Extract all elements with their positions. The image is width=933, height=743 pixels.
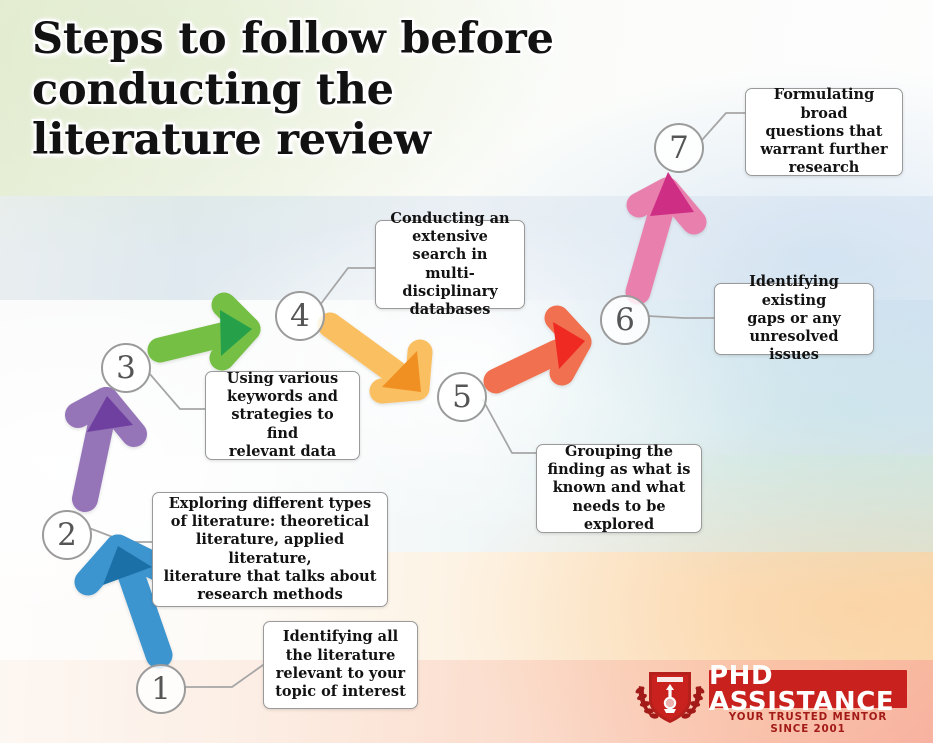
brand-name-banner: PHD ASSISTANCE: [709, 663, 907, 715]
step-box-1-text: Identifying all the literature relevant …: [275, 628, 406, 701]
connector-5: [482, 399, 537, 454]
step-circle-5: 5: [437, 372, 487, 422]
step-box-1: Identifying all the literature relevant …: [263, 621, 418, 709]
step-circle-4: 4: [275, 291, 325, 341]
step-circle-2: 2: [42, 510, 92, 560]
step-circle-1: 1: [136, 664, 186, 714]
step-box-4: Conducting an extensive search in multi-…: [375, 210, 525, 318]
step-box-6: Identifying existing gaps or any unresol…: [714, 273, 874, 363]
brand-name: PHD ASSISTANCE: [709, 661, 895, 717]
step-circle-3: 3: [101, 343, 151, 393]
brand-logo: PHD ASSISTANCE YOUR TRUSTED MENTOR SINCE…: [633, 663, 909, 735]
step-box-2-text: Exploring different types of literature:…: [163, 494, 377, 604]
step-box-5: Grouping the finding as what is known an…: [536, 442, 702, 533]
step-circle-6: 6: [600, 295, 650, 345]
page-title: Steps to follow before conducting the li…: [32, 14, 554, 166]
arrow-6-to-7: [625, 172, 707, 305]
step-box-3: Using various keywords and strategies to…: [205, 369, 360, 460]
shield-laurel-icon: [635, 672, 705, 723]
step-box-7: Formulating broad questions that warrant…: [745, 86, 903, 177]
step-box-5-text: Grouping the finding as what is known an…: [547, 442, 691, 533]
arrow-3-to-4: [147, 292, 261, 371]
connector-1: [185, 664, 264, 688]
arrow-2-to-3: [65, 387, 147, 512]
arrow-4-to-5: [317, 312, 433, 404]
brand-tagline: YOUR TRUSTED MENTOR SINCE 2001: [728, 711, 888, 735]
step-circle-7: 7: [654, 123, 704, 173]
step-box-2: Exploring different types of literature:…: [152, 492, 388, 607]
step-box-7-text: Formulating broad questions that warrant…: [760, 86, 888, 177]
connector-6: [647, 315, 715, 319]
connector-7: [701, 112, 746, 141]
step-box-4-text: Conducting an extensive search in multi-…: [390, 209, 510, 319]
arrow-5-to-6: [483, 305, 592, 394]
step-box-3-text: Using various keywords and strategies to…: [226, 369, 339, 460]
connector-4: [319, 267, 376, 306]
step-box-6-text: Identifying existing gaps or any unresol…: [747, 273, 841, 364]
connector-3: [148, 372, 206, 410]
